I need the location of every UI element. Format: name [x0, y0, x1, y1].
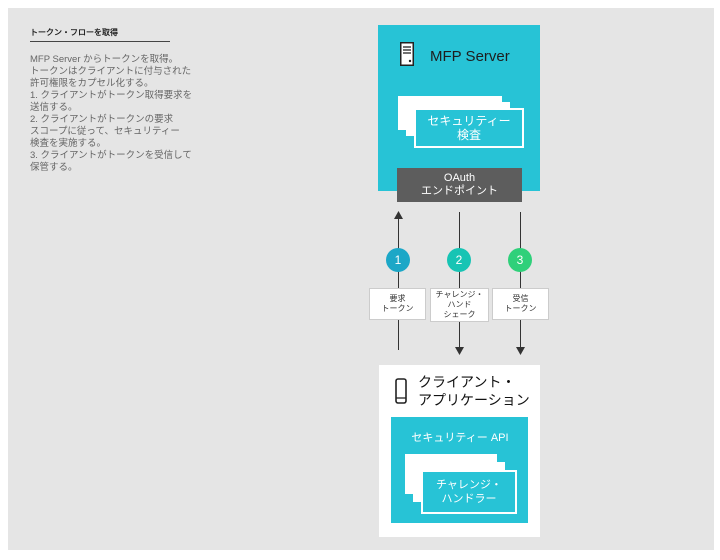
description-line: 保管する。: [30, 162, 78, 173]
flow-line-3: [520, 212, 521, 348]
security-check-label: セキュリティー: [427, 114, 511, 128]
description-line: 許可権限をカプセル化する。: [30, 78, 154, 89]
arrow-down-icon: [455, 347, 464, 355]
step-label-line: チャレンジ・: [435, 290, 484, 299]
description-line: トークンはクライアントに付与された: [30, 66, 192, 77]
step-label-line: トークン: [504, 304, 537, 313]
step-1-badge: 1: [386, 248, 410, 272]
flow-line-2: [459, 212, 460, 348]
description-line: 1. クライアントがトークン取得要求を: [30, 90, 193, 101]
description-line: 3. クライアントがトークンを受信して: [30, 150, 192, 161]
diagram-background: [8, 8, 714, 550]
step-label-line: シェーク: [443, 310, 476, 319]
security-api-label: セキュリティー API: [411, 432, 509, 444]
description-line: 2. クライアントがトークンの要求: [30, 114, 174, 125]
arrow-down-icon: [516, 347, 525, 355]
client-title-line: アプリケーション: [418, 393, 530, 409]
description-line: スコープに従って、セキュリティー: [30, 126, 180, 137]
client-title-line: クライアント・: [418, 375, 516, 391]
diagram-title: トークン・フローを取得: [30, 28, 118, 37]
description-line: 検査を実施する。: [30, 138, 107, 149]
arrow-up-icon: [394, 211, 403, 219]
challenge-handler-label: ハンドラー: [441, 493, 497, 505]
security-check-card: セキュリティー 検査: [414, 108, 524, 148]
server-icon: [400, 42, 414, 66]
description-text: MFP Server からトークンを取得。 トークンはクライアントに付与された …: [30, 54, 270, 174]
step-3-badge: 3: [508, 248, 532, 272]
challenge-handler-label: チャレンジ・: [436, 479, 502, 491]
step-label-line: トークン: [381, 304, 414, 313]
challenge-handler-card: チャレンジ・ ハンドラー: [421, 470, 517, 514]
step-2-label: チャレンジ・ ハンド シェーク: [430, 288, 489, 322]
step-3-label: 受信 トークン: [492, 288, 549, 320]
description-line: MFP Server からトークンを取得。: [30, 54, 179, 65]
oauth-endpoint: OAuth エンドポイント: [397, 168, 522, 202]
step-label-line: ハンド: [447, 300, 472, 309]
step-label-line: 要求: [389, 294, 406, 303]
server-label: MFP Server: [430, 48, 510, 65]
endpoint-label: エンドポイント: [421, 185, 498, 197]
title-underline: [30, 41, 170, 42]
step-label-line: 受信: [512, 294, 529, 303]
client-app-title: クライアント・ アプリケーション: [418, 374, 530, 410]
flow-line-1: [398, 218, 399, 350]
security-check-label: 検査: [456, 128, 481, 142]
endpoint-label: OAuth: [443, 172, 476, 184]
mobile-phone-icon: [395, 378, 407, 404]
description-line: 送信する。: [30, 102, 78, 113]
step-1-label: 要求 トークン: [369, 288, 426, 320]
step-2-badge: 2: [447, 248, 471, 272]
